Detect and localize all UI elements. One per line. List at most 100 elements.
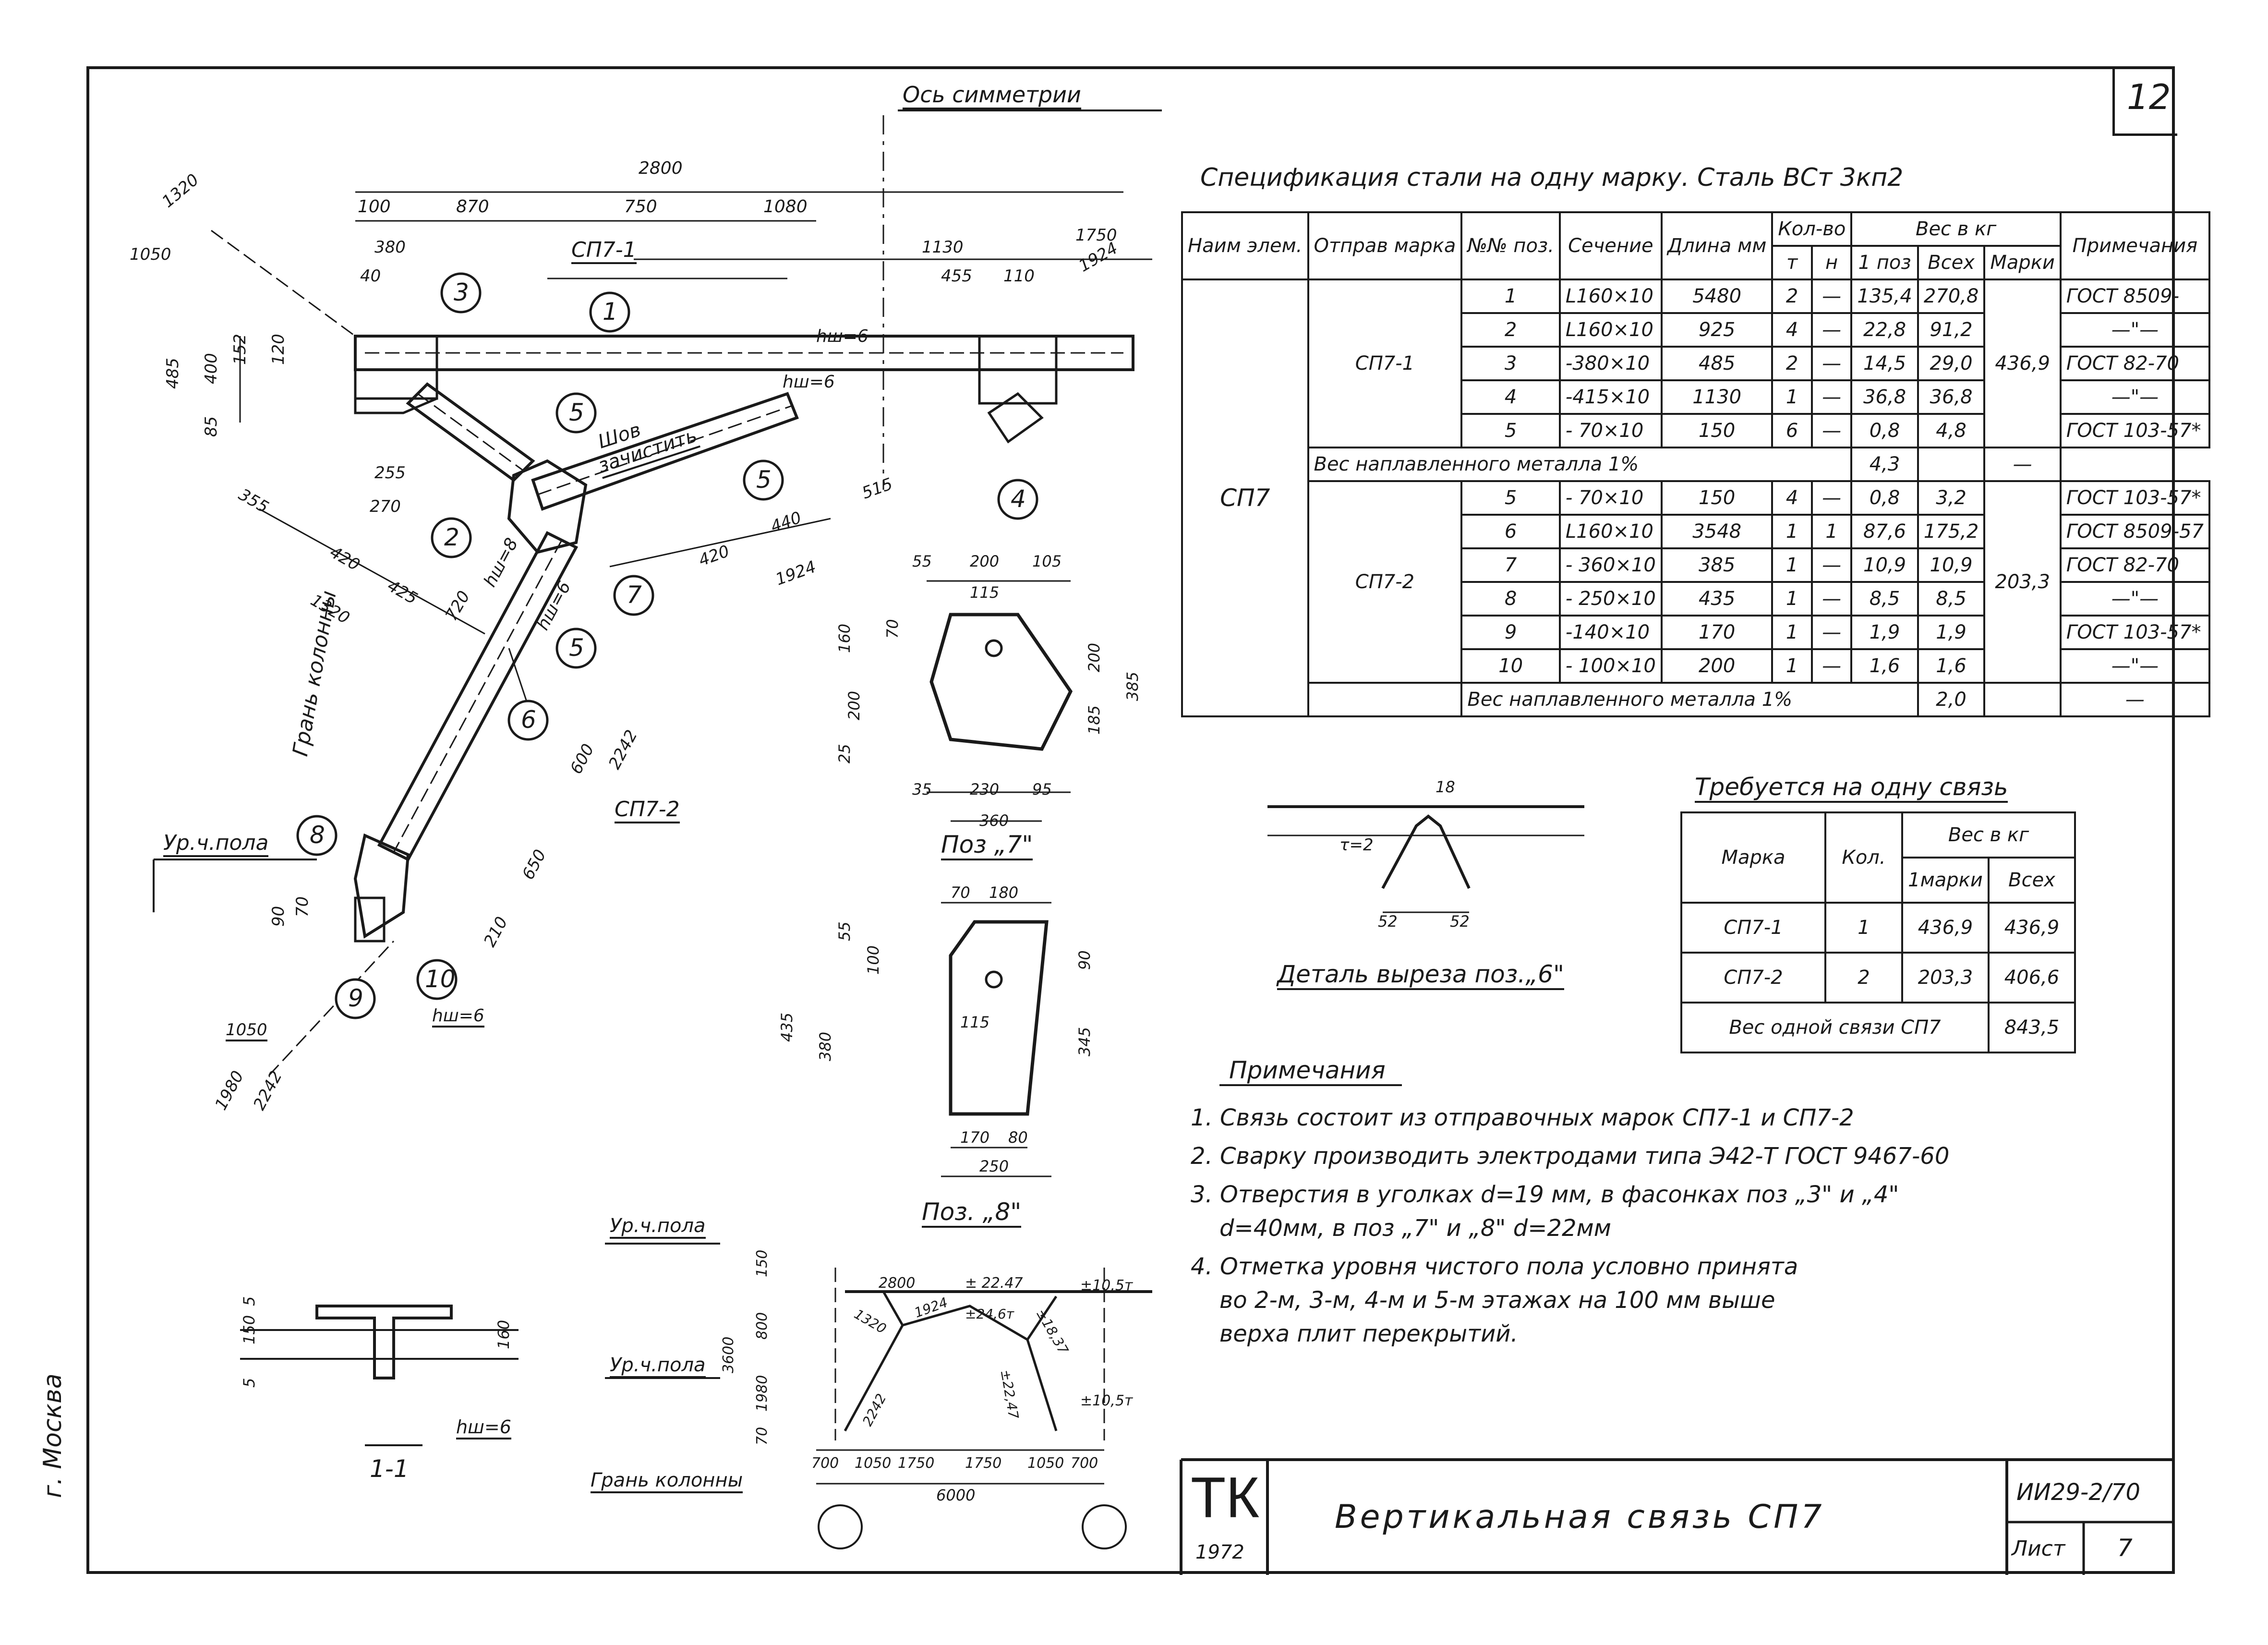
cell-w1: 1,6 <box>1850 648 1919 684</box>
right-diagonal <box>531 392 799 511</box>
cell-length: 925 <box>1660 312 1773 348</box>
cell-note: —"— <box>2059 312 2210 348</box>
cell-weld-label: Вес наплавленного металла 1% <box>1460 682 1919 717</box>
cell-note: ГОСТ 82-70 <box>2059 547 2210 583</box>
table-row: 9 -140×10 170 1 — 1,9 1,9 ГОСТ 103-57* <box>1182 615 2210 650</box>
cell-length: 5480 <box>1660 278 1773 314</box>
cell-wall: 29,0 <box>1917 346 1986 381</box>
weld-size-label: hш=6 <box>432 1006 484 1028</box>
cell-section: -415×10 <box>1558 379 1663 415</box>
dimension: 115 <box>960 1013 990 1031</box>
position-callout: 3 <box>454 278 469 306</box>
dimension: 1050 <box>1027 1455 1064 1472</box>
dimension: 18 <box>1436 778 1455 796</box>
cell-section: L160×10 <box>1558 312 1663 348</box>
cell-wall: 1,6 <box>1917 648 1986 684</box>
cell-length: 200 <box>1660 648 1773 684</box>
dimension: ±10,5т <box>1080 1277 1133 1294</box>
note-item: во 2-м, 3-м, 4-м и 5-м этажах на 100 мм … <box>1219 1287 1775 1314</box>
spec-mark-weight: 436,9 <box>1983 278 2062 448</box>
table-row: 4 -415×10 1130 1 — 36,8 36,8 —"— <box>1182 379 2210 415</box>
dimension: 400 <box>202 353 221 384</box>
position-callout: 8 <box>310 821 325 849</box>
spec-table: Наим элем. Отправ марка №№ поз. Сечение … <box>1181 211 2210 717</box>
cell-qty-n: — <box>1810 312 1853 348</box>
pos8-plate <box>941 902 1051 1177</box>
cell-wall: 270,8 <box>1917 278 1986 314</box>
left-diagonal <box>406 382 535 482</box>
cell-section: L160×10 <box>1558 514 1663 549</box>
dimension: 360 <box>979 811 1009 830</box>
cell-qty-n: — <box>1810 413 1853 448</box>
cell-qty-n: — <box>1810 379 1853 415</box>
position-callout: 10 <box>425 965 456 993</box>
cell-qty-t: 1 <box>1771 379 1813 415</box>
position-callout: 5 <box>569 634 584 662</box>
dimension: 52 <box>1378 912 1398 931</box>
position-callout: 1 <box>603 298 618 326</box>
cell-wall: 3,2 <box>1917 480 1986 516</box>
dimension: 385 <box>1123 671 1142 701</box>
sheet-number: 12 <box>2127 77 2171 117</box>
dimension: 85 <box>202 416 221 437</box>
dimension: 100 <box>358 197 391 217</box>
dimension: 105 <box>1032 552 1062 570</box>
position-callout: 6 <box>521 706 536 734</box>
table-row: 5 - 70×10 150 6 — 0,8 4,8 ГОСТ 103-57* <box>1182 413 2210 448</box>
table-row: СП7 СП7-1 1 L160×10 5480 2 — 135,4 270,8… <box>1181 278 2210 717</box>
title-block-sheet-value: 7 <box>2117 1534 2133 1562</box>
cell-w1: 36,8 <box>1850 379 1919 415</box>
cell-qty-t: 6 <box>1771 413 1813 448</box>
spec-mark: СП7-2 <box>1307 480 1463 684</box>
dimension: 70 <box>754 1427 771 1445</box>
title-block-logo: ТК <box>1191 1465 1260 1530</box>
dimension: 120 <box>269 334 288 365</box>
cell-qty-t: 1 <box>1771 514 1813 549</box>
dimension: 160 <box>835 623 854 653</box>
cell-note: —"— <box>2059 648 2210 684</box>
position-callout: 4 <box>1011 485 1026 513</box>
cell-length: 150 <box>1660 480 1773 516</box>
spec-mark: СП7-1 <box>1307 278 1463 448</box>
cell-qty-n: — <box>1810 278 1853 314</box>
cell-w1: 1,9 <box>1850 615 1919 650</box>
dimension: 200 <box>1085 642 1103 672</box>
cell-pos: 1 <box>1460 278 1561 314</box>
note-item: 3. Отверстия в уголках d=19 мм, в фасонк… <box>1191 1181 1899 1208</box>
table-row: СП7-2 2 203,3 406,6 <box>1680 952 2076 1004</box>
spec-header-qty-n: н <box>1810 245 1853 280</box>
floor-level-label: Ур.ч.пола <box>610 1215 706 1239</box>
spec-header-section: Сечение <box>1558 211 1663 280</box>
dimension: 380 <box>816 1031 834 1061</box>
dimension: 170 <box>960 1128 990 1147</box>
dimension: 270 <box>370 497 401 516</box>
cell-qty-t: 1 <box>1771 581 1813 617</box>
dimension: 250 <box>979 1157 1009 1175</box>
cell-pos: 10 <box>1460 648 1561 684</box>
mark-sp7-2-label: СП7-2 <box>615 797 680 823</box>
dimension: 1080 <box>763 197 808 217</box>
dimension: 1050 <box>855 1455 892 1472</box>
cell-section: - 360×10 <box>1558 547 1663 583</box>
spec-element: СП7 <box>1181 278 1309 717</box>
dimension: 345 <box>1075 1027 1094 1056</box>
spec-header-w1: 1 поз <box>1850 245 1919 280</box>
spec-header-wall: Всех <box>1917 245 1986 280</box>
spec-title: Спецификация стали на одну марку. Сталь … <box>1200 163 1904 192</box>
dimension: 1750 <box>965 1455 1002 1472</box>
cell-weld-value: 4,3 <box>1850 447 1919 482</box>
dimension: 435 <box>778 1012 796 1042</box>
required-title: Требуется на одну связь <box>1695 773 2008 803</box>
cell-length: 3548 <box>1660 514 1773 549</box>
sheet-number-box <box>2112 66 2177 136</box>
cell-qty: 2 <box>1824 952 1903 1004</box>
cell-pos: 9 <box>1460 615 1561 650</box>
dimension: 180 <box>989 883 1019 902</box>
cell-pos: 8 <box>1460 581 1561 617</box>
bracing-schematic <box>816 1268 1152 1549</box>
title-block-sheet-label: Лист <box>2012 1536 2065 1561</box>
cell-qty-t: 1 <box>1771 615 1813 650</box>
position-callout: 5 <box>569 399 584 426</box>
cell-pos: 5 <box>1460 480 1561 516</box>
cell-qty-n: 1 <box>1810 514 1853 549</box>
